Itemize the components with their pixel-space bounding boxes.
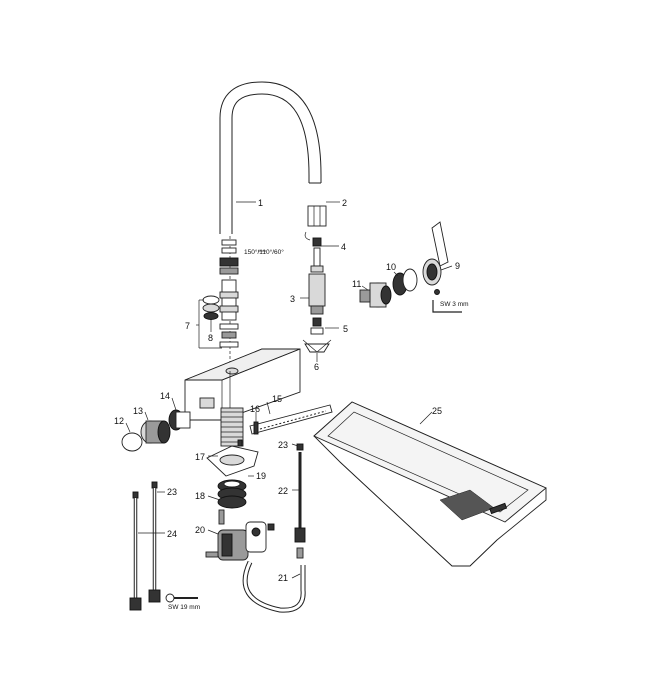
- cartridge-part-11: [359, 282, 392, 308]
- mounting-plate-part-17: [206, 445, 259, 477]
- lever-handle-part-9: [422, 221, 449, 295]
- callout-1: 1: [258, 198, 263, 208]
- hose-connector-part-22: [294, 443, 306, 559]
- swivel-angle-note: 150°/110°/60°: [244, 248, 284, 256]
- callout-17: 17: [195, 452, 205, 462]
- tap-body-base: [184, 348, 301, 421]
- sink-insert-tray-part-25: [313, 401, 547, 567]
- spray-head-clip-part-6: [302, 339, 332, 353]
- valve-body-part-13: [140, 420, 171, 444]
- spray-head-nut-part-2: [304, 205, 327, 241]
- callout-25: 25: [432, 406, 442, 416]
- screw-part-18: [218, 509, 225, 525]
- callout-9: 9: [455, 261, 460, 271]
- wrench-19mm-icon: [165, 593, 198, 603]
- callout-14: 14: [160, 391, 170, 401]
- callout-7: 7: [185, 321, 190, 331]
- mounting-rail-part-15: [249, 404, 333, 435]
- callout-15: 15: [272, 394, 282, 404]
- callout-21: 21: [278, 573, 288, 583]
- callout-23-b: 23: [167, 487, 177, 497]
- callout-13: 13: [133, 406, 143, 416]
- allen-key-3mm-icon: [432, 300, 462, 313]
- callout-19: 19: [256, 471, 266, 481]
- supply-hose-part-23: [148, 481, 161, 603]
- spout-part-1: [219, 81, 322, 234]
- valve-cap-part-12: [121, 432, 143, 452]
- callout-24: 24: [167, 529, 177, 539]
- supply-hose-part-24: [129, 491, 142, 611]
- fixing-nut-part-19: [217, 479, 247, 509]
- callout-4: 4: [341, 242, 346, 252]
- callout-labels: 1 2 3 4 5 6 7 8 9 10 11 12 13 14 15 16 1…: [114, 198, 460, 583]
- threaded-shank: [220, 407, 244, 447]
- pull-out-hose: [242, 560, 306, 613]
- callout-6: 6: [314, 362, 319, 372]
- spray-head-screws-part-5: [310, 317, 324, 335]
- o-ring-set-part-7-8: [198, 295, 222, 349]
- wrench-19mm-note: SW 19 mm: [168, 604, 200, 611]
- callout-2: 2: [342, 198, 347, 208]
- wrench-3mm-note: SW 3 mm: [440, 301, 469, 308]
- spray-head-body-part-3: [308, 273, 326, 315]
- spray-head-insert-part-4: [310, 237, 324, 273]
- spout-swivel-column: [219, 236, 239, 380]
- hose-weight-part-20: [205, 521, 275, 561]
- callout-10: 10: [386, 262, 396, 272]
- leader-lines: [125, 201, 453, 579]
- callout-20: 20: [195, 525, 205, 535]
- callout-16: 16: [250, 404, 260, 414]
- callout-22: 22: [278, 486, 288, 496]
- callout-5: 5: [343, 324, 348, 334]
- callout-18: 18: [195, 491, 205, 501]
- valve-insert-part-14: [168, 409, 191, 431]
- callout-12: 12: [114, 416, 124, 426]
- callout-3: 3: [290, 294, 295, 304]
- callout-11: 11: [352, 279, 361, 289]
- callout-23-a: 23: [278, 440, 288, 450]
- callout-8: 8: [208, 333, 213, 343]
- cover-ring-part-10: [392, 268, 418, 296]
